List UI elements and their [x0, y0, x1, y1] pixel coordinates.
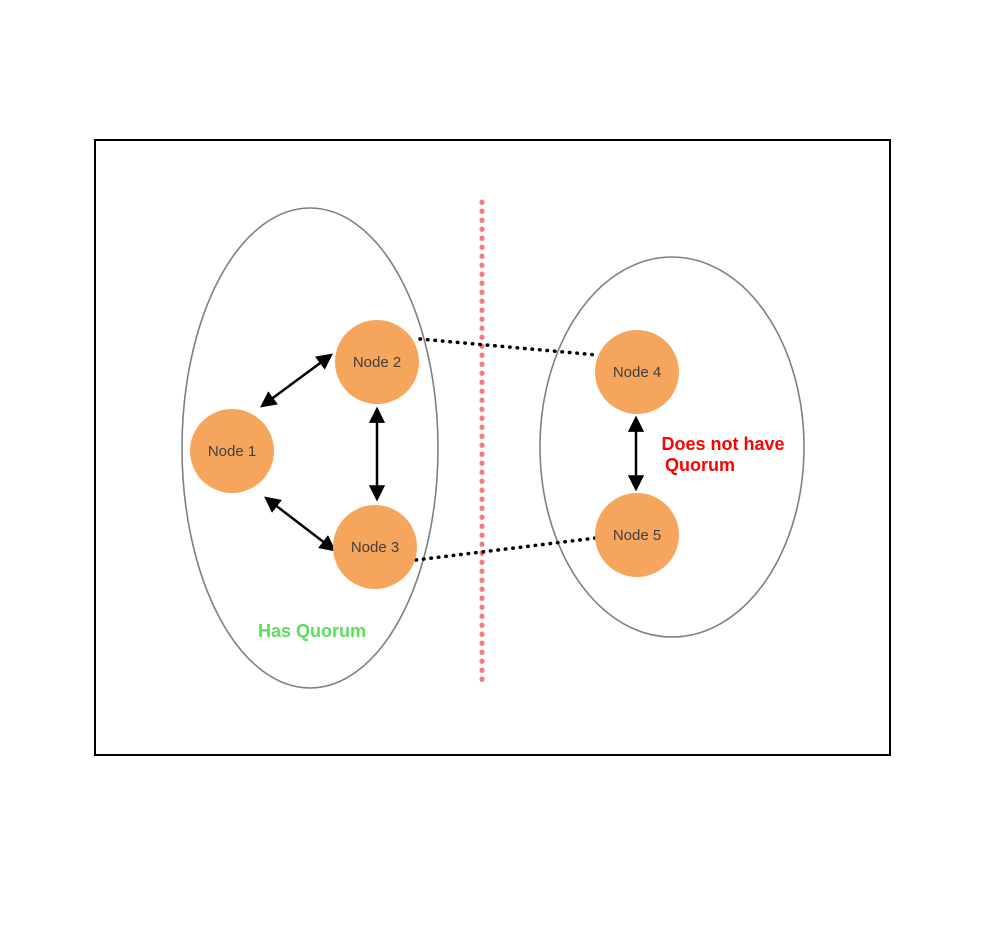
node-2-circle	[335, 320, 419, 404]
right-partition-ellipse	[539, 256, 805, 638]
node-5: Node 5	[595, 493, 679, 577]
node-4-label: Node 4	[613, 364, 661, 381]
has-quorum-label: Has Quorum	[258, 621, 366, 641]
no-quorum-label-line2: Quorum	[665, 455, 735, 475]
arrow-node1-node3	[264, 496, 336, 552]
broken-link-node3-node5	[414, 536, 598, 562]
node-4: Node 4	[595, 330, 679, 414]
arrow-node1-node2	[260, 353, 333, 408]
left-partition-ellipse	[181, 207, 439, 689]
node-1: Node 1	[190, 409, 274, 493]
node-3: Node 3	[333, 505, 417, 589]
node-4-circle	[595, 330, 679, 414]
node-3-circle	[333, 505, 417, 589]
node-1-circle	[190, 409, 274, 493]
node-1-label: Node 1	[208, 443, 256, 460]
node-5-label: Node 5	[613, 527, 661, 544]
no-quorum-label-line1: Does not have	[661, 434, 784, 454]
node-3-label: Node 3	[351, 539, 399, 556]
broken-link-node2-node4	[418, 337, 599, 357]
node-2: Node 2	[335, 320, 419, 404]
diagram-border	[94, 139, 891, 756]
node-5-circle	[595, 493, 679, 577]
node-2-label: Node 2	[353, 354, 401, 371]
